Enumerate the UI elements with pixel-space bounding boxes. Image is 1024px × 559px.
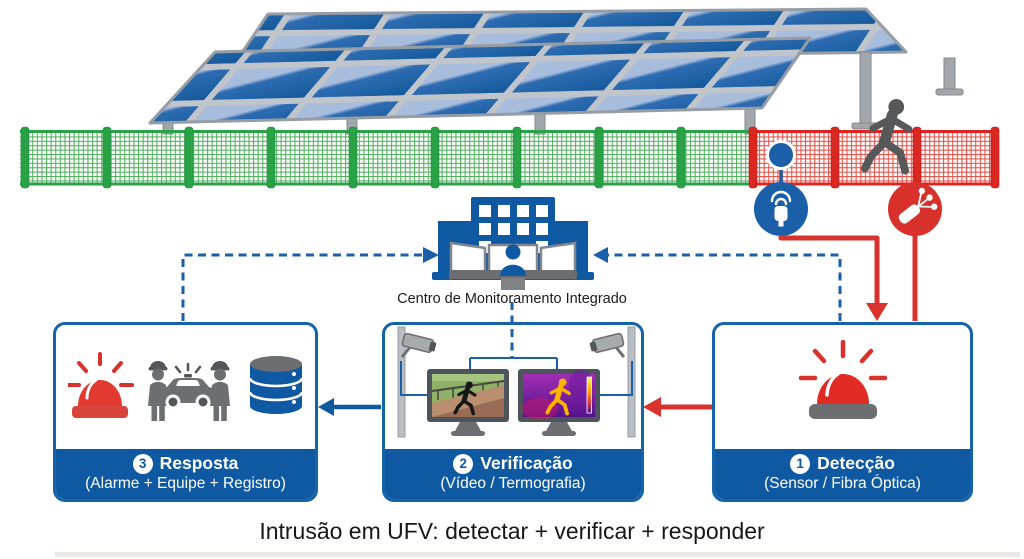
blue-arrowheads (423, 247, 608, 263)
bottom-edge-artifact (55, 552, 1020, 557)
response-signal-line (318, 398, 381, 416)
verification-title: Verificação (480, 453, 573, 473)
camera-wiring (400, 357, 633, 396)
verification-subtitle: (Vídeo / Termografia) (440, 475, 586, 492)
cctv-camera-icon (589, 332, 626, 358)
control-center-building-icon (432, 197, 594, 290)
solar-panel-array (148, 7, 964, 135)
array-rear-legs (851, 51, 964, 130)
thermal-monitor-icon (518, 369, 600, 436)
detection-title: Detecção (817, 453, 895, 473)
perimeter-fence-secure (20, 126, 753, 189)
video-monitor-icon (427, 369, 509, 436)
detection-subtitle: (Sensor / Fibra Óptica) (764, 475, 921, 492)
operator-workstation-icon (449, 241, 577, 290)
step-number-badge: 1 (790, 453, 811, 474)
detection-band: 1 Detecção (Sensor / Fibra Óptica) (715, 449, 970, 499)
verification-box: 2 Verificação (Vídeo / Termografia) (382, 322, 644, 502)
caption: Intrusão em UFV: detectar + verificar + … (259, 518, 765, 544)
array-front-legs (162, 105, 756, 135)
response-box: 3 Resposta (Alarme + Equipe + Registro) (53, 322, 318, 502)
perimeter-fence-alert (748, 126, 1000, 189)
response-title: Resposta (159, 453, 239, 473)
detection-box: 1 Detecção (Sensor / Fibra Óptica) (712, 322, 973, 502)
vibration-sensor-icon (754, 140, 808, 236)
running-person-icon (865, 99, 909, 171)
verification-icons (385, 325, 641, 449)
monitoring-center-label: Centro de Monitoramento Integrado (397, 291, 627, 307)
response-subtitle: (Alarme + Equipe + Registro) (85, 475, 286, 492)
response-band: 3 Resposta (Alarme + Equipe + Registro) (56, 449, 315, 499)
verification-band: 2 Verificação (Vídeo / Termografia) (385, 449, 641, 499)
step-number-badge: 3 (132, 453, 153, 474)
fiber-optic-icon (888, 182, 942, 236)
database-icon (248, 356, 303, 414)
detection-icons (715, 325, 970, 449)
step-number-badge: 2 (453, 453, 474, 474)
response-icons (56, 325, 315, 449)
security-team-car-icon (147, 361, 230, 421)
alarm-beacon-icon (67, 352, 134, 418)
siren-icon (798, 340, 887, 419)
cctv-camera-icon (400, 332, 437, 358)
